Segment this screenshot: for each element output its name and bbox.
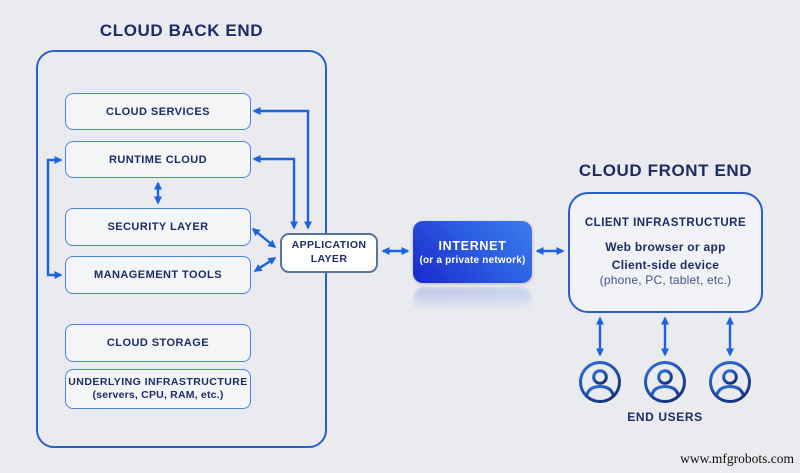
node-underlying-infrastructure: UNDERLYING INFRASTRUCTURE (servers, CPU,…: [65, 369, 251, 409]
internet-subtitle: (or a private network): [419, 254, 526, 266]
client-infrastructure-title: CLIENT INFRASTRUCTURE: [584, 217, 747, 229]
backend-title: CLOUD BACK END: [99, 21, 264, 40]
arrow-cloud-services-application: [252, 107, 312, 230]
user-icon: [709, 361, 751, 403]
arrow-security-application: [251, 228, 277, 248]
node-application-layer: APPLICATION LAYER: [280, 233, 378, 273]
node-label: SECURITY LAYER: [107, 221, 209, 233]
arrow-management-application: [253, 256, 277, 273]
node-label: CLOUD STORAGE: [106, 337, 210, 349]
watermark: www.mfgrobots.com: [680, 451, 794, 466]
node-label: UNDERLYING INFRASTRUCTURE: [68, 375, 248, 388]
client-line-web-browser: Web browser or app: [605, 240, 726, 254]
node-runtime-cloud: RUNTIME CLOUD: [65, 141, 251, 178]
arrow-runtime-application: [252, 155, 298, 230]
node-security-layer: SECURITY LAYER: [65, 208, 251, 246]
node-management-tools: MANAGEMENT TOOLS: [65, 256, 251, 294]
user-icon: [579, 361, 621, 403]
user-icon: [644, 361, 686, 403]
client-line-device: Client-side device: [611, 258, 720, 272]
end-users-label: END USERS: [627, 410, 703, 424]
node-client-infrastructure: CLIENT INFRASTRUCTURE Web browser or app…: [568, 192, 763, 313]
arrow-runtime-management-loop: [46, 156, 63, 279]
client-line-device-examples: (phone, PC, tablet, etc.): [599, 273, 732, 287]
node-cloud-storage: CLOUD STORAGE: [65, 324, 251, 362]
node-cloud-services: CLOUD SERVICES: [65, 93, 251, 130]
node-label: MANAGEMENT TOOLS: [94, 269, 222, 281]
frontend-title: CLOUD FRONT END: [578, 161, 753, 180]
node-label: APPLICATION LAYER: [291, 239, 367, 265]
node-label: CLOUD SERVICES: [106, 105, 210, 118]
internet-title: INTERNET: [438, 238, 507, 253]
node-label: RUNTIME CLOUD: [108, 153, 208, 166]
node-internet: INTERNET (or a private network): [413, 221, 532, 283]
node-sublabel: (servers, CPU, RAM, etc.): [92, 389, 224, 401]
internet-reflection: [413, 287, 532, 313]
